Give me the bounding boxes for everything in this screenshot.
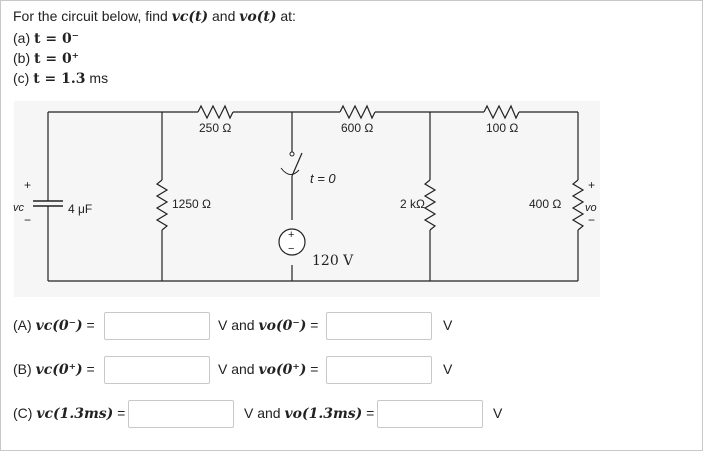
question-frame	[0, 0, 703, 451]
answer-c-prefix: (C)	[13, 405, 37, 421]
answer-c-eq: =	[113, 405, 126, 421]
answer-a-eq: =	[82, 317, 95, 333]
label-2k: 2 kΩ	[400, 197, 425, 211]
answer-a-prefix: (A)	[13, 317, 36, 333]
label-600: 600 Ω	[341, 121, 373, 135]
resistor-400-symbol	[571, 179, 585, 231]
answer-b-var1: vc(0⁺)	[35, 362, 83, 378]
answer-c-eq2: =	[362, 405, 375, 421]
vo-label: vo	[585, 202, 597, 214]
part-b-math: t = 0⁺	[34, 51, 80, 67]
question-intro: For the circuit below, find vc(t) and vo…	[13, 8, 296, 25]
switch-arrow	[280, 167, 300, 175]
question-part-c: (c) t = 1.3 ms	[13, 70, 108, 87]
question-part-a: (a) t = 0⁻	[13, 30, 79, 47]
source-plus: +	[288, 229, 294, 241]
voltage-source	[278, 228, 306, 256]
label-source: 120 V	[312, 253, 354, 269]
source-minus: −	[288, 243, 294, 255]
answer-c-label: (C) vc(1.3ms) =	[13, 405, 125, 422]
answer-a-label: (A) vc(0⁻) =	[13, 317, 95, 334]
resistor-2k-symbol	[423, 179, 437, 231]
intro-text: For the circuit below, find	[13, 8, 172, 24]
part-c-math: t = 1.3	[33, 71, 86, 87]
part-b-label: (b)	[13, 50, 34, 66]
vo-plus: +	[588, 178, 595, 192]
answer-b-vc-input[interactable]	[104, 356, 210, 384]
vc-of-t: vc(t)	[171, 9, 209, 25]
label-100: 100 Ω	[486, 121, 518, 135]
answer-b-mid-text: V and	[218, 361, 259, 377]
part-c-label: (c)	[13, 70, 34, 86]
answer-c-mid: V and vo(1.3ms) =	[244, 405, 374, 422]
label-capacitor: 4 μF	[68, 202, 92, 216]
answer-a-vo-input[interactable]	[326, 312, 432, 340]
answer-c-var2: vo(1.3ms)	[284, 406, 363, 422]
resistor-250-symbol	[197, 104, 234, 120]
part-a-label: (a)	[13, 30, 34, 46]
intro-suffix: at:	[276, 8, 296, 24]
resistor-100-symbol	[483, 104, 520, 120]
answer-a-unit: V	[443, 317, 453, 333]
label-1250: 1250 Ω	[172, 197, 211, 211]
answer-c-vc-input[interactable]	[128, 400, 234, 428]
answer-a-var1: vc(0⁻)	[35, 318, 83, 334]
answer-b-eq2: =	[306, 361, 319, 377]
label-400: 400 Ω	[529, 197, 561, 211]
answer-b-eq: =	[82, 361, 95, 377]
question-part-b: (b) t = 0⁺	[13, 50, 79, 67]
answer-b-prefix: (B)	[13, 361, 36, 377]
answer-b-label: (B) vc(0⁺) =	[13, 361, 95, 378]
answer-b-var2: vo(0⁺)	[258, 362, 307, 378]
vc-plus: +	[24, 178, 31, 192]
answer-a-mid: V and vo(0⁻) =	[218, 317, 318, 334]
answer-a-var2: vo(0⁻)	[258, 318, 307, 334]
answer-a-vc-input[interactable]	[104, 312, 210, 340]
circuit-panel	[14, 101, 600, 297]
answer-c-mid-text: V and	[244, 405, 285, 421]
answer-c-vo-input[interactable]	[377, 400, 483, 428]
resistor-600-symbol	[339, 104, 376, 120]
answer-c-var1: vc(1.3ms)	[36, 406, 114, 422]
answer-b-mid: V and vo(0⁺) =	[218, 361, 318, 378]
and-text: and	[208, 8, 240, 24]
switch-blade	[291, 152, 303, 177]
vo-minus: −	[588, 213, 595, 227]
part-c-unit: ms	[85, 70, 109, 86]
vo-of-t: vo(t)	[239, 9, 277, 25]
resistor-1250-symbol	[155, 179, 169, 231]
label-switch-time: t = 0	[310, 171, 336, 186]
answer-a-eq2: =	[306, 317, 319, 333]
part-a-math: t = 0⁻	[34, 31, 80, 47]
answer-b-unit: V	[443, 361, 453, 377]
switch-contact	[289, 151, 295, 157]
label-250: 250 Ω	[199, 121, 231, 135]
answer-c-unit: V	[493, 405, 503, 421]
answer-a-mid-text: V and	[218, 317, 259, 333]
vc-label: vc	[13, 202, 25, 214]
answer-b-vo-input[interactable]	[326, 356, 432, 384]
vc-minus: −	[24, 213, 31, 227]
